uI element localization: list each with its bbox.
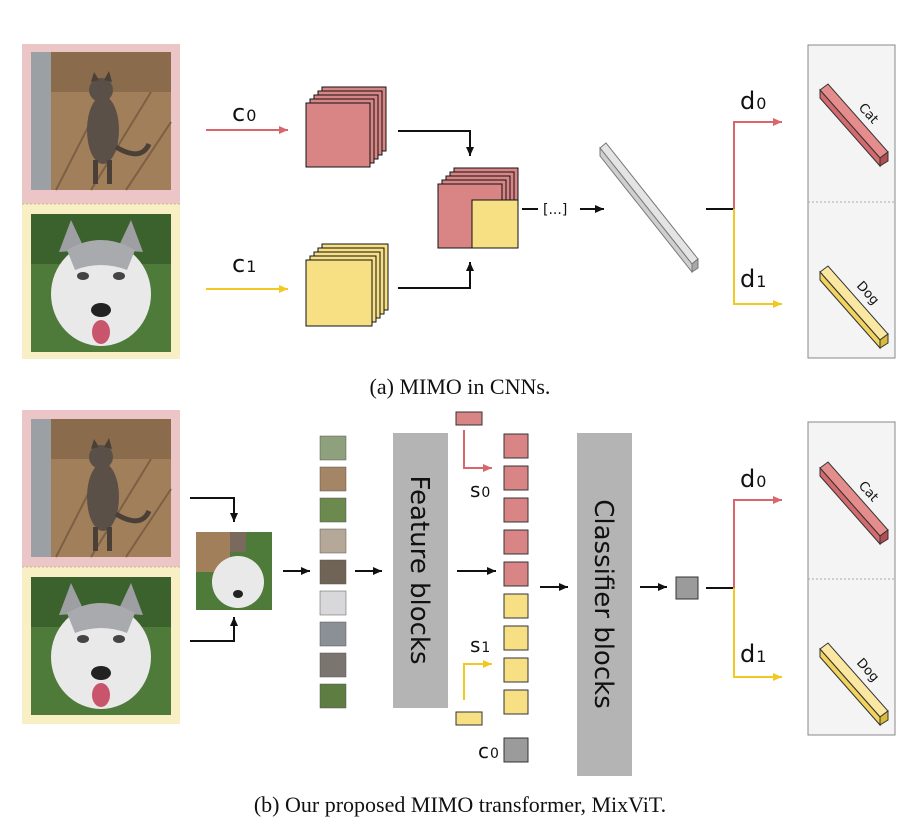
output-label-d1-b: d1 [740, 640, 766, 668]
image-patches [319, 435, 347, 709]
output-label-d0-b: d0 [740, 465, 766, 493]
mix-arrow-bottom [190, 617, 238, 642]
cat-logit-bar-b [819, 461, 889, 546]
merge-arrow-bottom [398, 262, 474, 289]
output-d0-arrow-b [733, 496, 782, 588]
mix-arrow-top [190, 497, 238, 522]
token-label-s1: s1 [470, 633, 490, 657]
mixed-feature-map-stack [437, 167, 519, 249]
caption-a: (a) MIMO in CNNs. [370, 374, 551, 399]
output-d0-arrow [733, 118, 782, 209]
cls-token [503, 737, 529, 763]
cat-photo-icon [31, 52, 171, 190]
dog-logit-bar [819, 265, 889, 350]
feature-blocks [393, 433, 448, 708]
token-label-s0: s0 [470, 478, 490, 502]
feature-blocks-label: Feature blocks [404, 475, 434, 664]
panel-a: c0 c1 [22, 44, 896, 399]
output-d1-arrow [733, 209, 782, 308]
output-label-d0: d0 [740, 87, 766, 115]
output-d1-arrow-b [733, 588, 782, 681]
token-column [503, 433, 529, 715]
red-feature-map-stack [305, 86, 387, 168]
cat-photo-icon-b [31, 419, 171, 557]
input-label-c1: c1 [232, 250, 256, 278]
panel-b: Feature blocks s0 s1 c0 Classifier bloc [22, 410, 896, 817]
output-cls-token [675, 576, 699, 600]
dog-photo-icon-b [31, 577, 171, 715]
cat-logit-bar [819, 83, 889, 168]
classifier-blocks-label: Classifier blocks [588, 499, 618, 709]
mixed-image [196, 532, 272, 610]
merge-arrow-top [398, 130, 474, 156]
ellipsis-text: [...] [543, 202, 567, 218]
cls-token-label: c0 [478, 739, 499, 763]
output-label-d1: d1 [740, 265, 766, 293]
classifier-blocks [577, 433, 632, 776]
dog-photo-icon [31, 214, 171, 352]
token-s0-arrow [463, 430, 492, 472]
caption-b: (b) Our proposed MIMO transformer, MixVi… [254, 792, 666, 817]
dog-logit-bar-b [819, 642, 889, 727]
yellow-feature-map-stack [305, 243, 389, 327]
token-s0 [455, 411, 483, 426]
input-label-c0: c0 [232, 99, 256, 127]
classifier-bar [599, 142, 699, 274]
token-s1-arrow [463, 660, 492, 700]
token-s1 [455, 711, 483, 726]
